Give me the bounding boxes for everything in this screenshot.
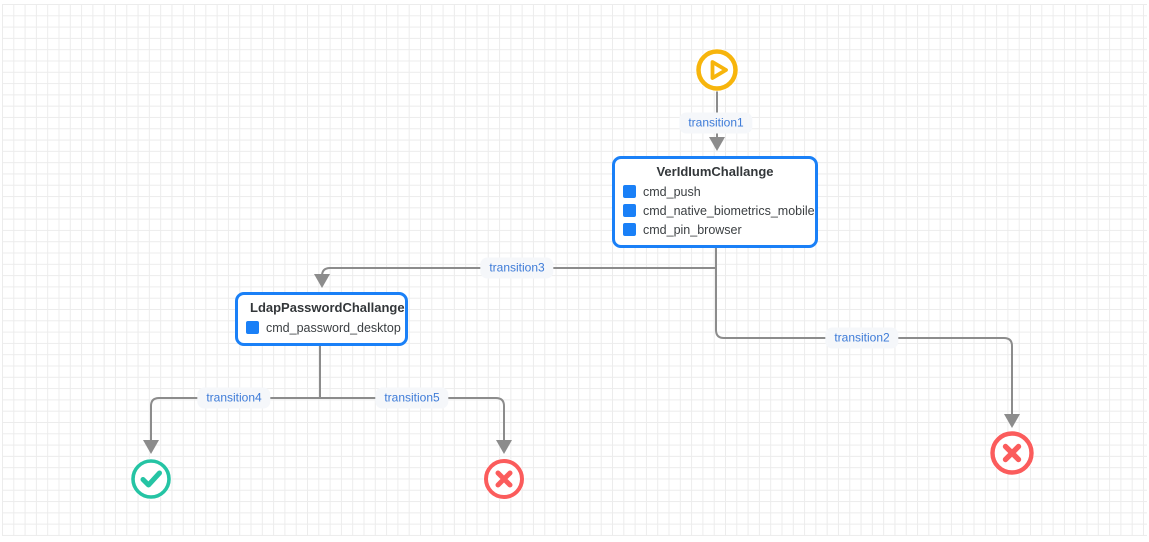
success-end-node[interactable] bbox=[130, 458, 172, 500]
edge-transition3[interactable] bbox=[314, 267, 716, 288]
transition-label-5[interactable]: transition5 bbox=[375, 387, 449, 409]
command-label: cmd_push bbox=[643, 184, 701, 199]
transition-label-1[interactable]: transition1 bbox=[679, 112, 753, 134]
start-node[interactable] bbox=[695, 48, 739, 92]
node-title: VerIdIumChallange bbox=[656, 164, 774, 179]
transition-label-3[interactable]: transition3 bbox=[480, 257, 554, 279]
command-label: cmd_native_biometrics_mobile bbox=[643, 203, 815, 218]
edge-transition5[interactable] bbox=[320, 397, 512, 454]
command-item[interactable]: cmd_pin_browser bbox=[623, 220, 807, 239]
x-icon bbox=[990, 431, 1034, 475]
command-icon bbox=[246, 321, 259, 334]
check-icon bbox=[131, 459, 171, 499]
command-icon bbox=[623, 204, 636, 217]
error-end-node-right[interactable] bbox=[989, 430, 1035, 476]
node-title: LdapPasswordChallange bbox=[250, 300, 405, 315]
grid-background bbox=[2, 4, 1147, 536]
error-end-node-left[interactable] bbox=[483, 458, 525, 500]
command-item[interactable]: cmd_push bbox=[623, 182, 807, 201]
transition-label-4[interactable]: transition4 bbox=[197, 387, 271, 409]
command-label: cmd_pin_browser bbox=[643, 222, 742, 237]
transition-label-2[interactable]: transition2 bbox=[825, 327, 899, 349]
command-item[interactable]: cmd_native_biometrics_mobile bbox=[623, 201, 815, 220]
command-icon bbox=[623, 185, 636, 198]
command-label: cmd_password_desktop bbox=[266, 320, 401, 335]
edge-transition4[interactable] bbox=[143, 397, 320, 454]
x-icon bbox=[484, 459, 524, 499]
command-item[interactable]: cmd_password_desktop bbox=[246, 318, 401, 337]
node-veridium-challange[interactable]: VerIdIumChallange cmd_push cmd_native_bi… bbox=[612, 156, 818, 248]
play-icon bbox=[696, 49, 738, 91]
command-icon bbox=[623, 223, 636, 236]
node-ldap-password-challange[interactable]: LdapPasswordChallange cmd_password_deskt… bbox=[235, 292, 408, 346]
